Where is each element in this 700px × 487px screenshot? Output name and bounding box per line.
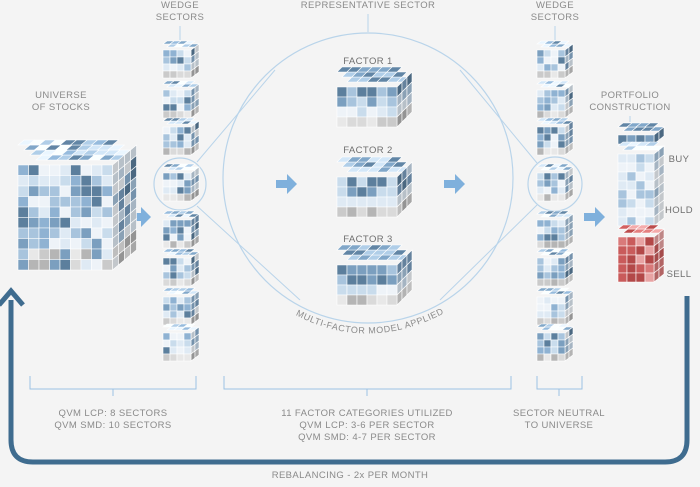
sector-cube-right-2 [536, 80, 574, 119]
sector-cube-right-7 [536, 287, 574, 326]
sector-cube-left-5 [162, 210, 200, 249]
arrow-right-icon [444, 174, 465, 194]
sector-cube-right-6 [536, 248, 574, 287]
factor-3-cube [336, 244, 413, 306]
loop-arrowhead-icon [0, 287, 25, 307]
rebalancing-loop [8, 296, 690, 465]
connector-line [459, 69, 538, 164]
representative-sector-label: REPRESENTATIVE SECTOR [300, 0, 436, 11]
bracket-left [29, 376, 197, 390]
sector-cube-right-4 [536, 163, 574, 202]
buy-slab [617, 122, 665, 145]
zoom-circle [222, 32, 514, 324]
factor-1-label: FACTOR 1 [343, 56, 393, 67]
zoom-circle-left-small [153, 157, 207, 211]
factor-2-label: FACTOR 2 [343, 145, 393, 156]
sector-cube-left-8 [162, 323, 200, 362]
hold-label: HOLD [665, 205, 693, 216]
factor-1-cube [336, 66, 413, 128]
bracket-right [536, 376, 583, 390]
sector-cube-right-3 [536, 117, 574, 156]
bracket-middle [223, 376, 512, 390]
arrow-right-icon [128, 207, 151, 227]
sector-cube-left-6 [162, 248, 200, 287]
rebalancing-label: REBALANCING - 2x PER MONTH [271, 470, 429, 481]
sector-cube-left-1 [162, 40, 200, 79]
factor-2-cube [336, 156, 413, 218]
sector-cube-right-8 [536, 323, 574, 362]
cubes-layer [17, 40, 665, 362]
multi-factor-label: MULTI-FACTOR MODEL APPLIED [295, 306, 446, 336]
sector-cube-left-3 [162, 117, 200, 156]
footer-brackets [29, 376, 583, 396]
representative-sector-zoom [153, 32, 583, 324]
factor-3-label: FACTOR 3 [343, 234, 393, 245]
sector-cube-right-1 [536, 40, 574, 79]
connector-line [196, 205, 301, 301]
connector-line [439, 204, 538, 301]
arrow-right-icon [276, 174, 297, 194]
universe-cube [17, 139, 138, 271]
sell-label: SELL [666, 269, 692, 280]
hold-block [617, 141, 665, 227]
connector-line [196, 69, 276, 163]
sector-cube-left-4 [162, 163, 200, 202]
buy-label: BUY [668, 154, 690, 165]
sector-cube-left-2 [162, 80, 200, 119]
sector-cube-left-7 [162, 287, 200, 326]
flow-arrows [128, 174, 605, 227]
sector-cube-right-5 [536, 210, 574, 249]
arrow-right-icon [584, 207, 605, 227]
sell-block [617, 224, 665, 283]
